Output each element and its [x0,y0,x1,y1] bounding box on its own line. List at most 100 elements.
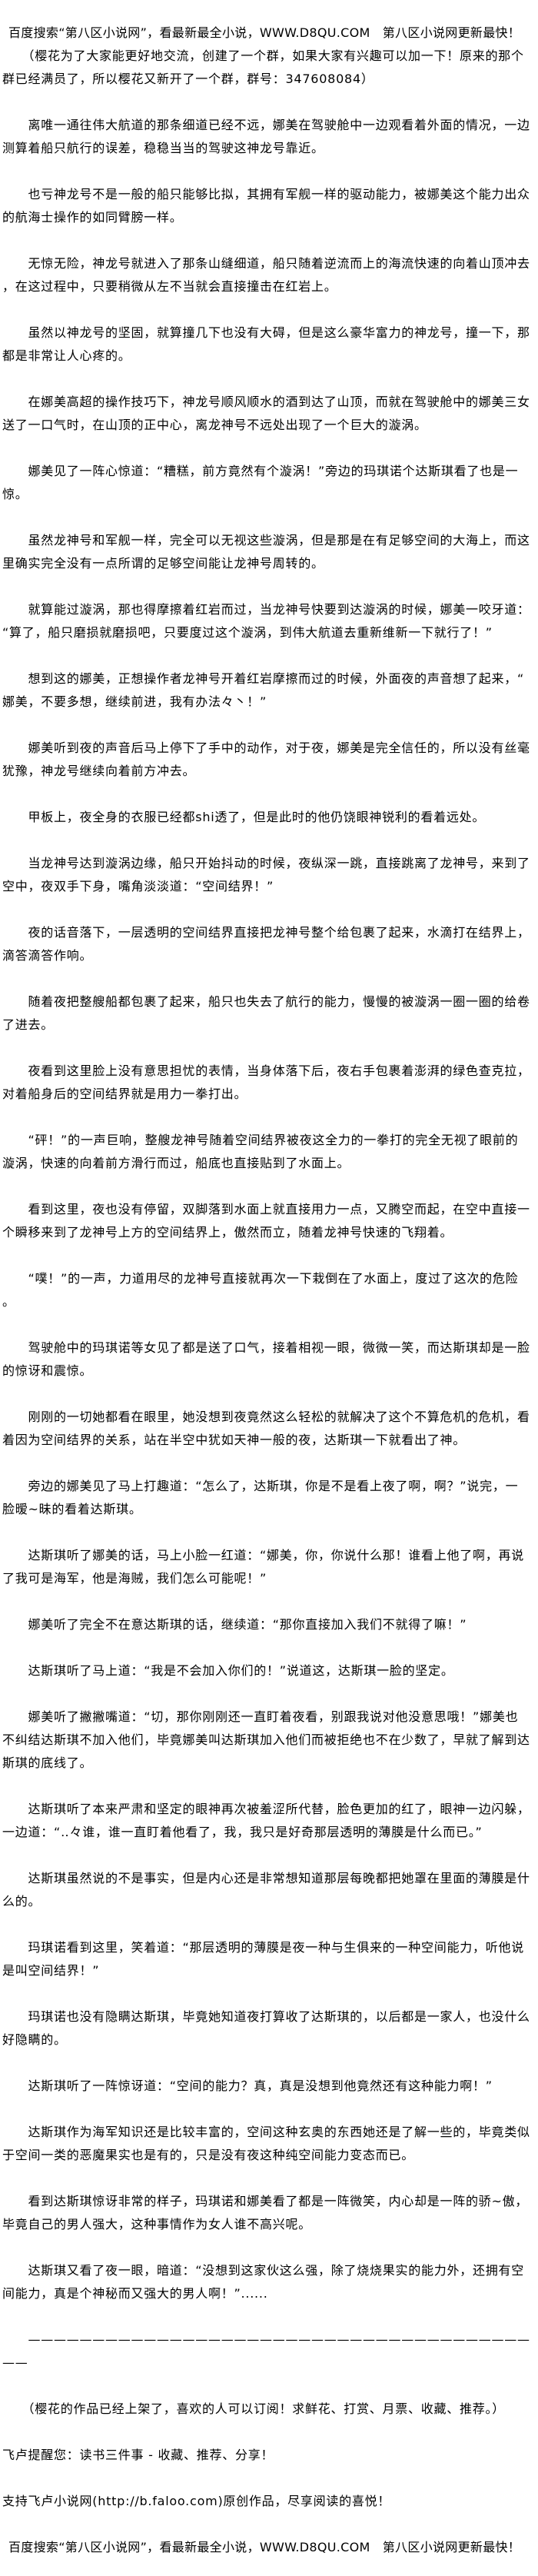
paragraph-line: 旁边的娜美见了马上打趣道：“怎么了，达斯琪，你是不是看上夜了啊，啊？”说完，一 [2,1479,519,1493]
paragraph: 玛琪诺看到这里，笑着道：“那层透明的薄膜是夜一种与生俱来的一种空间能力，听他说是… [2,1936,538,1982]
paragraph-line: 达斯琪又看了夜一眼，暗道：“没想到这家伙这么强，除了烧烧果实的能力外，还拥有空 [2,2263,525,2278]
paragraph: 夜的话音落下，一层透明的空间结界直接把龙神号整个给包裹了起来，水滴打在结界上， 滴… [2,921,538,967]
paragraph: 娜美见了一阵心惊道：“糟糕，前方竟然有个漩涡！”旁边的玛琪诺个达斯琪看了也是一惊… [2,460,538,506]
paragraph: 看到达斯琪惊讶非常的样子，玛琪诺和娜美看了都是一阵微笑，内心却是一阵的骄~傲，毕… [2,2190,538,2236]
paragraph-line: 斯琪的底线了。 [2,1756,93,1770]
paragraph-line: 犹豫，神龙号继续向着前方冲去。 [2,764,196,778]
paragraph: 随着夜把整艘船都包裹了起来，船只也失去了航行的能力，慢慢的被漩涡一圈一圈的给卷了… [2,990,538,1037]
paragraph-line: “砰！”的一声巨响，整艘龙神号随着空间结界被夜这全力的一拳打的完全无视了眼前的 [2,1133,519,1147]
paragraph-line: 当龙神号达到漩涡边缘，船只开始抖动的时候，夜纵深一跳，直接跳离了龙神号，来到了 [2,856,530,870]
paragraph-line: 随着夜把整艘船都包裹了起来，船只也失去了航行的能力，慢慢的被漩涡一圈一圈的给卷 [2,994,530,1009]
paragraph-line: 驾驶舱中的玛琪诺等女见了都是送了口气，接着相视一眼，微微一笑，而达斯琪却是一脸 [2,1340,530,1355]
paragraph-line: 在娜美高超的操作技巧下，神龙号顺风顺水的酒到达了山顶，而就在驾驶舱中的娜美三女 [2,394,530,409]
paragraph: 想到这的娜美，正想操作者龙神号开着红岩摩擦而过的时候，外面夜的声音想了起来，“ 娜… [2,667,538,714]
paragraph: 达斯琪听了本来严肃和坚定的眼神再次被羞涩所代替，脸色更加的红了，眼神一边闪躲，一… [2,1798,538,1844]
paragraph-line: 娜美听了完全不在意达斯琪的话，继续道：“那你直接加入我们不就得了嘛！” [2,1617,467,1632]
paragraph: 玛琪诺也没有隐瞒达斯琪，毕竟她知道夜打算收了达斯琪的，以后都是一家人，也没什么好… [2,2005,538,2052]
paragraph: 达斯琪虽然说的不是事实，但是内心还是非常想知道那层每晚都把她罩在里面的薄膜是什么… [2,1867,538,1913]
paragraph: 刚刚的一切她都看在眼里，她没想到夜竟然这么轻松的就解决了这个不算危机的危机，看着… [2,1406,538,1452]
paragraph: “噗！”的一声，力道用尽的龙神号直接就再次一下栽倒在了水面上，度过了这次的危险。 [2,1267,538,1313]
paragraph: “砰！”的一声巨响，整艘龙神号随着空间结界被夜这全力的一拳打的完全无视了眼前的漩… [2,1129,538,1175]
paragraph-line: 对着船身后的空间结界就是用力一拳打出。 [2,1087,247,1101]
paragraph: 在娜美高超的操作技巧下，神龙号顺风顺水的酒到达了山顶，而就在驾驶舱中的娜美三女送… [2,391,538,437]
paragraph-line: 是叫空间结界！” [2,1963,100,1978]
paragraph-line: 虽然以神龙号的坚固，就算撞几下也没有大碍，但是这么豪华富力的神龙号，撞一下，那 [2,325,530,340]
paragraph: （樱花的作品已经上架了，喜欢的人可以订阅！求鲜花、打赏、月票、收藏、推荐。） [2,2398,538,2421]
paragraph-line: ，在这过程中，只要稍微从左不当就会直接撞击在红岩上。 [2,279,337,294]
paragraph-line: 刚刚的一切她都看在眼里，她没想到夜竟然这么轻松的就解决了这个不算危机的危机，看 [2,1409,530,1424]
notice-line: 群已经满员了，所以樱花又新开了一个群，群号：347608084） [2,72,374,86]
paragraph-line: 达斯琪听了一阵惊讶道：“空间的能力？真，真是没想到他竟然还有这种能力啊！” [2,2078,493,2093]
paragraph-line: 都是非常让人心疼的。 [2,348,131,363]
paragraph-line: 个瞬移来到了龙神号上方的空间结界上，傲然而立，随着龙神号快速的飞翔着。 [2,1225,453,1240]
paragraph-line: 娜美，不要多想，继续前进，我有办法々丶！” [2,694,267,709]
chapter-body: 离唯一通往伟大航道的那条细道已经不远，娜美在驾驶舱中一边观看着外面的情况，一边测… [2,114,538,2513]
site-banner-bottom: 百度搜索“第八区小说网”，看最新最全小说，WWW.D8QU.COM 第八区小说网… [8,2540,521,2554]
paragraph: ————————————————————————————————————————… [2,2328,538,2375]
paragraph-line: 滴答滴答作响。 [2,948,93,963]
paragraph-line: 漩涡，快速的向着前方滑行而过，船底也直接贴到了水面上。 [2,1156,350,1170]
paragraph-line: 着因为空间结界的关系，站在半空中犹如天神一般的夜，达斯琪一下就看出了神。 [2,1433,467,1447]
paragraph: 驾驶舱中的玛琪诺等女见了都是送了口气，接着相视一眼，微微一笑，而达斯琪却是一脸的… [2,1336,538,1383]
paragraph-line: 。 [2,1294,15,1309]
paragraph: 飞卢提醒您：读书三件事 - 收藏、推荐、分享！ [2,2444,538,2467]
paragraph-line: 夜看到这里脸上没有意思担忧的表情，当身体落下后，夜右手包裹着澎湃的绿色查克拉， [2,1063,530,1078]
paragraph: 达斯琪听了马上道：“我是不会加入你们的！”说道这，达斯琪一脸的坚定。 [2,1659,538,1682]
paragraph-line: 的航海士操作的如同臂膀一样。 [2,210,183,225]
paragraph-line: 也亏神龙号不是一般的船只能够比拟，其拥有军舰一样的驱动能力，被娜美这个能力出众 [2,187,530,201]
site-banner-top: 百度搜索“第八区小说网”，看最新最全小说，WWW.D8QU.COM 第八区小说网… [8,25,521,40]
paragraph: 达斯琪作为海军知识还是比较丰富的，空间这种玄奥的东西她还是了解一些的，毕竟类似于… [2,2121,538,2167]
paragraph: 虽然以神龙号的坚固，就算撞几下也没有大碍，但是这么豪华富力的神龙号，撞一下，那都… [2,321,538,368]
paragraph: 就算能过漩涡，那也得摩擦着红岩而过，当龙神号快要到达漩涡的时候，娜美一咬牙道： “… [2,598,538,644]
paragraph-line: 了进去。 [2,1017,55,1032]
paragraph-line: 空中，夜双手下身，嘴角淡淡道：“空间结界！” [2,879,274,894]
paragraph-line: 娜美听到夜的声音后马上停下了手中的动作，对于夜，娜美是完全信任的，所以没有丝毫 [2,741,530,755]
paragraph-line: 脸暧~昧的看着达斯琪。 [2,1502,142,1516]
paragraph: 达斯琪听了一阵惊讶道：“空间的能力？真，真是没想到他竟然还有这种能力啊！” [2,2075,538,2098]
paragraph: 娜美听到夜的声音后马上停下了手中的动作，对于夜，娜美是完全信任的，所以没有丝毫犹… [2,737,538,783]
paragraph-line: ——————————————————————————————————————— [2,2332,530,2347]
paragraph-line: 达斯琪听了娜美的话，马上小脸一红道：“娜美，你，你说什么那！谁看上他了啊，再说 [2,1548,525,1563]
paragraph-line: 玛琪诺也没有隐瞒达斯琪，毕竟她知道夜打算收了达斯琪的，以后都是一家人，也没什么 [2,2009,530,2024]
paragraph-line: 么的。 [2,1894,42,1909]
paragraph-line: 虽然龙神号和军舰一样，完全可以无视这些漩涡，但是那是在有足够空间的大海上，而这 [2,533,530,547]
paragraph-line: 甲板上，夜全身的衣服已经都shi透了，但是此时的他仍饶眼神锐利的看着远处。 [2,810,486,824]
paragraph-line: 毕竟自己的男人强大，这种事情作为女人谁不高兴呢。 [2,2217,312,2232]
paragraph-line: “算了，船只磨损就磨损吧，只要度过这个漩涡，到伟大航道去重新维新一下就行了！” [2,625,493,640]
paragraph: 看到这里，夜也没有停留，双脚落到水面上就直接用力一点，又腾空而起，在空中直接一个… [2,1198,538,1244]
paragraph: 娜美听了撇撇嘴道：“切，那你刚刚还一直盯着夜看，别跟我说对他没意思哦！”娜美也不… [2,1706,538,1775]
paragraph: 当龙神号达到漩涡边缘，船只开始抖动的时候，夜纵深一跳，直接跳离了龙神号，来到了空… [2,852,538,898]
paragraph-line: 不纠结达斯琪不加入他们，毕竟娜美叫达斯琪加入他们而被拒绝也不在少数了，早就了解到… [2,1732,530,1747]
paragraph-line: 于空间一类的恶魔果实也是有的，只是没有夜这种纯空间能力变态而已。 [2,2148,415,2162]
paragraph-line: 了我可是海军，他是海贼，我们怎么可能呢！” [2,1571,267,1586]
paragraph-line: （樱花的作品已经上架了，喜欢的人可以订阅！求鲜花、打赏、月票、收藏、推荐。） [2,2401,506,2416]
paragraph-line: 达斯琪听了马上道：“我是不会加入你们的！”说道这，达斯琪一脸的坚定。 [2,1663,454,1678]
paragraph: 支持飞卢小说网(http://b.faloo.com)原创作品，尽享阅读的喜悦！ [2,2490,538,2513]
paragraph-line: 达斯琪作为海军知识还是比较丰富的，空间这种玄奥的东西她还是了解一些的，毕竟类似 [2,2125,530,2139]
paragraph-line: 达斯琪听了本来严肃和坚定的眼神再次被羞涩所代替，脸色更加的红了，眼神一边闪躲， [2,1802,530,1816]
paragraph-line: 送了一口气时，在山顶的正中心，离龙神号不远处出现了一个巨大的漩涡。 [2,418,427,432]
paragraph-line: 想到这的娜美，正想操作者龙神号开着红岩摩擦而过的时候，外面夜的声音想了起来，“ [2,671,525,686]
paragraph-line: 测算着船只航行的误差，稳稳当当的驾驶这神龙号靠近。 [2,141,324,155]
paragraph-line: 好隐瞒的。 [2,2032,67,2047]
paragraph: 无惊无险，神龙号就进入了那条山缝细道，船只随着逆流而上的海流快速的向着山顶冲去，… [2,252,538,298]
paragraph-line: 离唯一通往伟大航道的那条细道已经不远，娜美在驾驶舱中一边观看着外面的情况，一边 [2,118,530,132]
paragraph: 娜美听了完全不在意达斯琪的话，继续道：“那你直接加入我们不就得了嘛！” [2,1613,538,1636]
paragraph-line: 夜的话音落下，一层透明的空间结界直接把龙神号整个给包裹了起来，水滴打在结界上， [2,925,530,940]
paragraph: 达斯琪又看了夜一眼，暗道：“没想到这家伙这么强，除了烧烧果实的能力外，还拥有空间… [2,2259,538,2305]
paragraph-line: 看到这里，夜也没有停留，双脚落到水面上就直接用力一点，又腾空而起，在空中直接一 [2,1202,530,1216]
paragraph: 虽然龙神号和军舰一样，完全可以无视这些漩涡，但是那是在有足够空间的大海上，而这里… [2,529,538,575]
notice-line: （樱花为了大家能更好地交流，创建了一个群，如果大家有兴趣可以加一下！原来的那个 [2,48,524,63]
paragraph-line: 里确实完全没有一点所谓的足够空间能让龙神号周转的。 [2,556,324,571]
paragraph: 达斯琪听了娜美的话，马上小脸一红道：“娜美，你，你说什么那！谁看上他了啊，再说了… [2,1544,538,1590]
paragraph-line: 娜美听了撇撇嘴道：“切，那你刚刚还一直盯着夜看，别跟我说对他没意思哦！”娜美也 [2,1709,519,1724]
paragraph-line: 达斯琪虽然说的不是事实，但是内心还是非常想知道那层每晚都把她罩在里面的薄膜是什 [2,1871,530,1885]
paragraph-line: 惊。 [2,487,28,501]
paragraph-line: 就算能过漩涡，那也得摩擦着红岩而过，当龙神号快要到达漩涡的时候，娜美一咬牙道： [2,602,530,617]
paragraph: 旁边的娜美见了马上打趣道：“怎么了，达斯琪，你是不是看上夜了啊，啊？”说完，一脸… [2,1475,538,1521]
paragraph-line: 娜美见了一阵心惊道：“糟糕，前方竟然有个漩涡！”旁边的玛琪诺个达斯琪看了也是一 [2,464,519,478]
paragraph-line: 间能力，真是个神秘而又强大的男人啊！”...... [2,2286,268,2301]
paragraph-line: 的惊讶和震惊。 [2,1363,93,1378]
paragraph-line: 飞卢提醒您：读书三件事 - 收藏、推荐、分享！ [2,2448,274,2462]
